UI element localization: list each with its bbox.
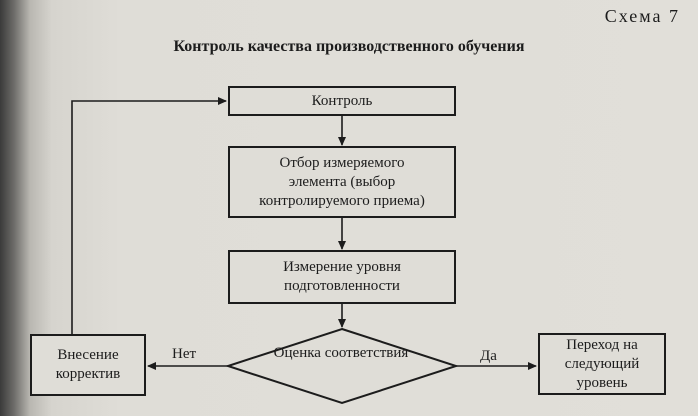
node-select-line-1: Отбор измеряемого xyxy=(279,154,405,171)
diagram-title: Контроль качества производственного обуч… xyxy=(173,38,525,55)
node-evaluate: Оценка соответствия xyxy=(256,344,426,363)
node-correct-line-1: Внесение xyxy=(57,347,119,363)
evaluate-diamond xyxy=(224,327,460,405)
node-next-line-1: Переход на xyxy=(566,336,638,353)
node-correct-line-2: корректив xyxy=(55,366,121,382)
edge-label-no: Нет xyxy=(172,346,197,362)
node-measure-line-1: Измерение уровня xyxy=(283,259,401,275)
node-corrections: Внесение корректив xyxy=(30,334,146,396)
node-select-element: Отбор измеряемого элемента (выбор контро… xyxy=(228,146,456,218)
node-control-label: Контроль xyxy=(311,92,373,109)
node-next-line-3: уровень xyxy=(576,374,628,391)
node-evaluate-line-1: Оценка xyxy=(273,345,321,361)
node-measure-level: Измерение уровня подготовленности xyxy=(228,250,456,304)
node-evaluate-line-2: соответствия xyxy=(324,345,409,361)
node-control: Контроль xyxy=(228,86,456,116)
arrow-correct-to-control xyxy=(71,97,227,334)
scheme-number: Схема 7 xyxy=(604,6,680,26)
edge-label-yes: Да xyxy=(480,348,497,364)
node-next-line-2: следующий xyxy=(564,355,640,372)
node-next-level: Переход на следующий уровень xyxy=(538,333,666,395)
node-select-line-2: элемента (выбор xyxy=(288,173,396,190)
node-select-line-3: контролируемого приема) xyxy=(259,192,425,209)
node-measure-line-2: подготовленности xyxy=(284,278,400,294)
